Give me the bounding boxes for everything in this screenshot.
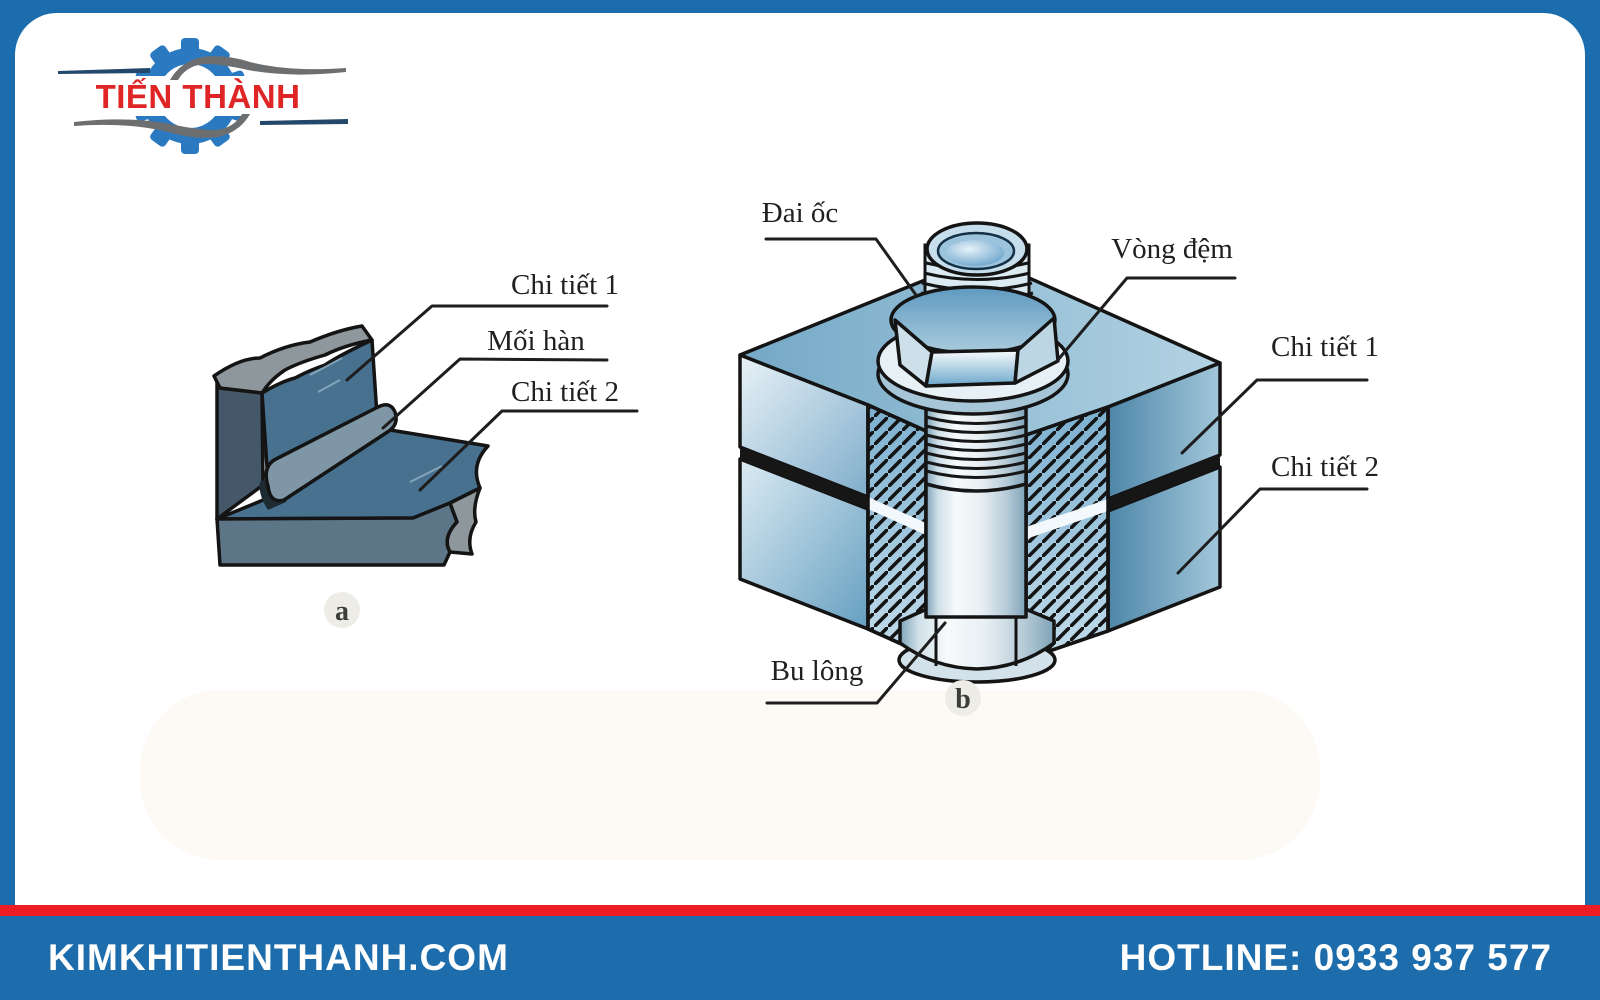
- plate-gap-left: [740, 447, 868, 509]
- leader-weld: [381, 357, 609, 430]
- caption-a: a: [335, 596, 349, 627]
- label-part2-b: Chi tiết 2: [1271, 451, 1379, 483]
- brand-swoosh-top: [170, 56, 346, 80]
- leader-bolt: [765, 621, 947, 705]
- leader-washer: [1055, 276, 1237, 363]
- caption-a-circle: [324, 592, 360, 628]
- caption-b-circle: [945, 680, 981, 716]
- plate-gap-right: [1108, 455, 1220, 511]
- leader-part1-a: [345, 304, 609, 382]
- label-washer: Vòng đệm: [1111, 233, 1233, 265]
- part1-front-face: [260, 338, 379, 484]
- part1-left-face: [215, 376, 265, 521]
- leader-nut: [764, 237, 918, 297]
- label-weld: Mối hàn: [487, 325, 585, 357]
- faint-watermark: [140, 690, 1320, 860]
- bolt-shaft: [924, 401, 1028, 619]
- footer-red-stripe: [0, 905, 1600, 916]
- footer-website: KIMKHITIENTHANH.COM: [48, 937, 509, 978]
- weld-bead: [264, 403, 398, 503]
- brand-swoosh-bottom: [74, 114, 250, 138]
- brand-logo: TIẾN THÀNH: [58, 38, 348, 154]
- leader-part2-a: [418, 409, 639, 492]
- part2-torn-end: [445, 486, 482, 556]
- leader-part1-b: [1180, 378, 1369, 455]
- part1-torn-top: [212, 324, 374, 395]
- label-bolt: Bu lông: [771, 655, 864, 687]
- leader-part2-b: [1176, 487, 1369, 575]
- label-part1-b: Chi tiết 1: [1271, 331, 1379, 363]
- footer-bar: KIMKHITIENTHANH.COM HOTLINE: 0933 937 57…: [0, 916, 1600, 1000]
- brand-name: TIẾN THÀNH: [96, 78, 301, 115]
- section-hatch-right: [1024, 405, 1110, 661]
- section-hatch-left: [866, 403, 928, 657]
- brand-line-top: [58, 68, 150, 74]
- bolt-threads: [925, 415, 1027, 493]
- label-nut: Đai ốc: [762, 197, 839, 229]
- sheen-streaks: [309, 357, 343, 393]
- caption-b: b: [955, 684, 971, 715]
- footer-hotline: HOTLINE: 0933 937 577: [1119, 937, 1552, 978]
- brand-line-bottom: [260, 119, 348, 125]
- label-part1-a: Chi tiết 1: [511, 269, 619, 301]
- figure-b-bolt-diagram: Đai ốc Vòng đệm Chi tiết 1 Chi tiết 2 Bu…: [738, 197, 1379, 716]
- sheen-streak-base: [409, 465, 443, 483]
- label-part2-a: Chi tiết 2: [511, 376, 619, 408]
- hex-nut: [889, 285, 1060, 388]
- figure-a-weld-diagram: Chi tiết 1 Mối hàn Chi tiết 2 a: [212, 269, 639, 628]
